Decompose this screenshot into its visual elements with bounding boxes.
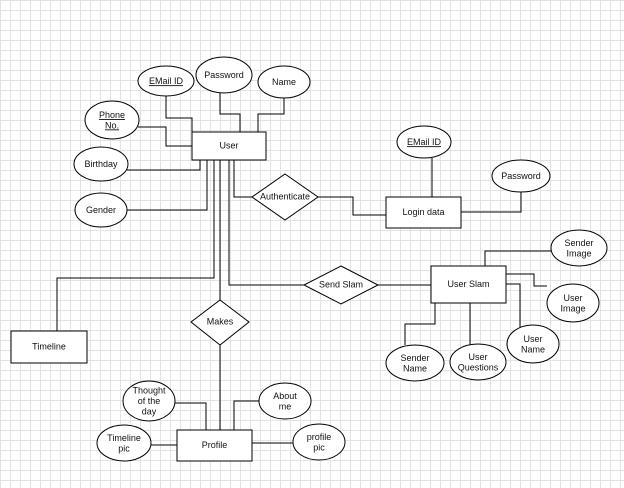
relationship-makes-label: Makes (207, 316, 234, 326)
attribute-label-line: Phone (99, 110, 125, 120)
line-slam-sender-image (484, 250, 551, 266)
line-user-email (165, 96, 193, 132)
attribute-user-name[interactable]: Name (257, 65, 311, 99)
attribute-label-line: Questions (458, 362, 499, 372)
entity-user-label: User (219, 140, 238, 150)
relationship-authenticate[interactable]: Authenticate (251, 173, 319, 221)
line-profile-about (233, 400, 260, 430)
attribute-label-line: of the (138, 396, 161, 406)
attribute-label-line: Thought (132, 386, 166, 396)
line-authenticate-login (318, 196, 386, 216)
line-slam-user-name (506, 283, 521, 327)
attribute-user-gender-label: Gender (86, 205, 116, 215)
attribute-label-line: Name (403, 363, 427, 373)
line-user-phone (138, 126, 192, 147)
attribute-login-email[interactable]: EMail ID (396, 125, 452, 159)
relationship-makes[interactable]: Makes (190, 299, 250, 346)
entity-user-slam[interactable]: User Slam (430, 265, 507, 304)
attribute-user-gender[interactable]: Gender (74, 192, 128, 228)
entity-user[interactable]: User (191, 131, 267, 161)
attribute-user-password[interactable]: Password (195, 56, 253, 94)
line-user-gender (127, 160, 208, 211)
attribute-label-line: pic (118, 443, 130, 453)
attribute-label-line: Sender (564, 238, 593, 248)
attribute-label-line: Name (272, 77, 296, 87)
attribute-label-line: User (468, 352, 487, 362)
attribute-label-line: me (279, 401, 292, 411)
attribute-label-line: EMail ID (149, 76, 184, 86)
line-slam-user-image (506, 273, 547, 287)
attribute-label-line: User (563, 293, 582, 303)
attribute-label-line: Timeline (107, 433, 141, 443)
line-profile-thought (175, 402, 207, 430)
attribute-user-name-label: Name (272, 77, 296, 87)
line-user-sendslam (228, 160, 304, 286)
attribute-label-line: Password (501, 171, 541, 181)
attribute-label-line: day (142, 407, 157, 417)
attribute-label-line: pic (313, 442, 325, 452)
line-user-authenticate (233, 160, 252, 198)
attribute-user-birthday[interactable]: Birthday (73, 146, 129, 182)
entity-profile-label: Profile (202, 440, 228, 450)
connector-lines (56, 93, 551, 446)
entity-user-slam-label: User Slam (447, 279, 489, 289)
attribute-user-email[interactable]: EMail ID (137, 65, 195, 97)
attribute-label-line: Image (560, 303, 585, 313)
attribute-login-email-label: EMail ID (407, 137, 442, 147)
attribute-label-line: User (523, 334, 542, 344)
entity-login-data[interactable]: Login data (385, 196, 462, 229)
attribute-label-line: EMail ID (407, 137, 442, 147)
attribute-label-line: Name (521, 344, 545, 354)
line-user-birthday (127, 160, 201, 171)
attribute-user-password-label: Password (204, 70, 244, 80)
attribute-user-email-label: EMail ID (149, 76, 184, 86)
relationship-send-slam[interactable]: Send Slam (302, 265, 380, 305)
entity-profile[interactable]: Profile (176, 429, 253, 462)
attribute-label-line: About (273, 391, 297, 401)
relationship-send-slam-label: Send Slam (319, 279, 363, 289)
attribute-label-line: Password (204, 70, 244, 80)
line-user-timeline (56, 160, 215, 331)
attribute-label-line: Image (566, 248, 591, 258)
attribute-label-line: Sender (400, 353, 429, 363)
entity-login-data-label: Login data (402, 207, 444, 217)
attribute-login-password[interactable]: Password (491, 159, 551, 193)
entity-timeline[interactable]: Timeline (10, 330, 88, 364)
attribute-user-birthday-label: Birthday (84, 159, 118, 169)
attribute-label-line: Birthday (84, 159, 118, 169)
relationship-authenticate-label: Authenticate (260, 191, 310, 201)
entity-timeline-label: Timeline (32, 341, 66, 351)
line-user-password (219, 93, 241, 132)
line-slam-sender-name (404, 303, 436, 345)
line-user-name (257, 98, 285, 132)
attribute-label-line: profile (307, 432, 332, 442)
attribute-login-password-label: Password (501, 171, 541, 181)
attribute-label-line: Gender (86, 205, 116, 215)
line-login-password (461, 192, 522, 213)
attribute-label-line: No. (105, 120, 119, 130)
